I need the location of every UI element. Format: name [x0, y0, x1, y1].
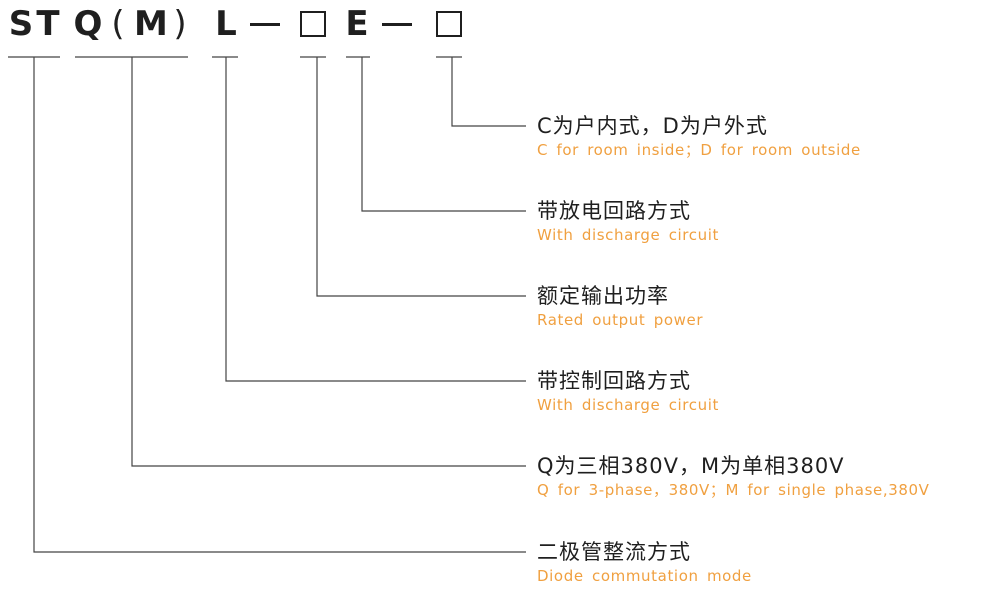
code-letter-e: E [345, 4, 369, 44]
code-close-paren: ) [173, 4, 187, 44]
leader-location [451, 57, 526, 127]
code-open-paren: ( [111, 4, 125, 44]
label-location-cn: C为户内式，D为户外式 [537, 114, 768, 138]
code-letter-t: T [36, 4, 60, 44]
code-power-box [300, 11, 326, 37]
label-control-cn: 带控制回路方式 [537, 369, 691, 393]
leader-diode [33, 57, 526, 553]
label-phase-en: Q for 3-phase，380V；M for single phase,38… [537, 481, 930, 499]
label-diode-cn: 二极管整流方式 [537, 540, 691, 564]
label-discharge: 带放电回路方式 With discharge circuit [537, 197, 719, 245]
code-dash-1 [250, 23, 280, 26]
label-phase: Q为三相380V，M为单相380V Q for 3-phase，380V；M f… [537, 452, 929, 500]
code-letter-m: M [134, 4, 168, 44]
label-power-cn: 额定输出功率 [537, 284, 669, 308]
label-discharge-cn: 带放电回路方式 [537, 199, 691, 223]
code-letter-s: S [8, 4, 34, 44]
label-diode-en: Diode commutation mode [537, 567, 752, 585]
label-control-en: With discharge circuit [537, 396, 719, 414]
label-location: C为户内式，D为户外式 C for room inside；D for room… [537, 112, 861, 160]
leader-control [225, 57, 526, 382]
code-letter-l: L [215, 4, 237, 44]
label-diode: 二极管整流方式 Diode commutation mode [537, 538, 752, 586]
leader-phase [131, 57, 526, 467]
leader-discharge [361, 57, 526, 212]
label-power-en: Rated output power [537, 311, 704, 329]
label-discharge-en: With discharge circuit [537, 226, 719, 244]
label-location-en: C for room inside；D for room outside [537, 141, 861, 159]
code-dash-2 [382, 23, 412, 26]
code-letter-q: Q [73, 4, 103, 44]
label-power: 额定输出功率 Rated output power [537, 282, 703, 330]
code-location-box [436, 11, 462, 37]
leader-power [316, 57, 526, 297]
label-control: 带控制回路方式 With discharge circuit [537, 367, 719, 415]
label-phase-cn: Q为三相380V，M为单相380V [537, 454, 845, 478]
